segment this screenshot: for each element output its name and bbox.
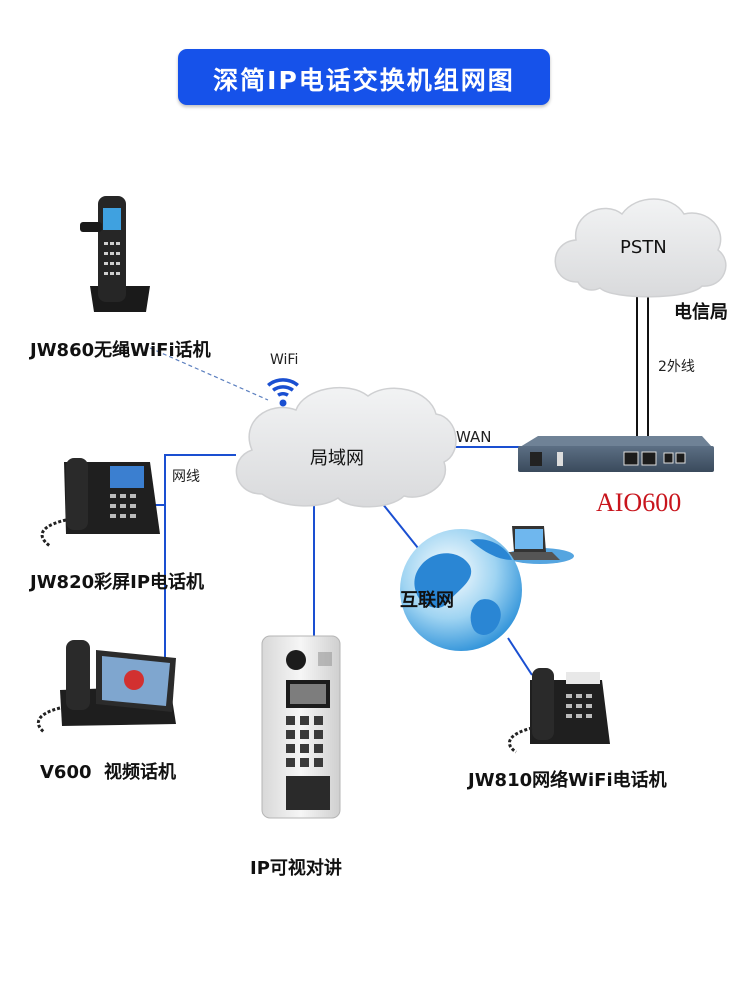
pstn-label: PSTN — [620, 237, 667, 258]
internet-globe — [400, 529, 522, 651]
connection-lines — [149, 290, 649, 676]
lan-to-internet-line — [377, 497, 419, 549]
aio600-label: AIO600 — [596, 488, 682, 517]
lan-cloud — [235, 386, 457, 508]
jw820-label: JW820彩屏IP电话机 — [30, 572, 205, 593]
v600-phone — [36, 640, 176, 734]
telecom-label: 电信局 — [674, 302, 728, 323]
intercom-label: IP可视对讲 — [250, 858, 342, 879]
laptop-icon — [502, 526, 574, 564]
jw860-phone — [80, 196, 150, 312]
intercom-panel — [261, 635, 341, 819]
lan-cable-label: 网线 — [172, 469, 200, 485]
outside-lines-label: 2外线 — [658, 359, 695, 375]
aio600-device — [518, 436, 714, 472]
wifi-icon — [267, 378, 299, 407]
pstn-cloud — [554, 198, 727, 298]
page-title: 深简IP电话交换机组网图 — [213, 66, 515, 95]
lan-label: 局域网 — [310, 448, 364, 469]
v600-label: V600 视频话机 — [40, 762, 177, 783]
internet-label: 互联网 — [400, 590, 454, 611]
wan-label: WAN — [456, 428, 492, 446]
jw810-label: JW810网络WiFi电话机 — [468, 770, 667, 791]
jw860-label: JW860无绳WiFi话机 — [30, 340, 211, 361]
internet-to-jw810-line — [507, 637, 533, 676]
jw820-phone — [40, 458, 160, 548]
wifi-link-line — [149, 347, 269, 401]
title-banner: 深简IP电话交换机组网图 — [178, 49, 550, 105]
wifi-label: WiFi — [270, 352, 299, 368]
jw810-phone — [507, 668, 610, 754]
